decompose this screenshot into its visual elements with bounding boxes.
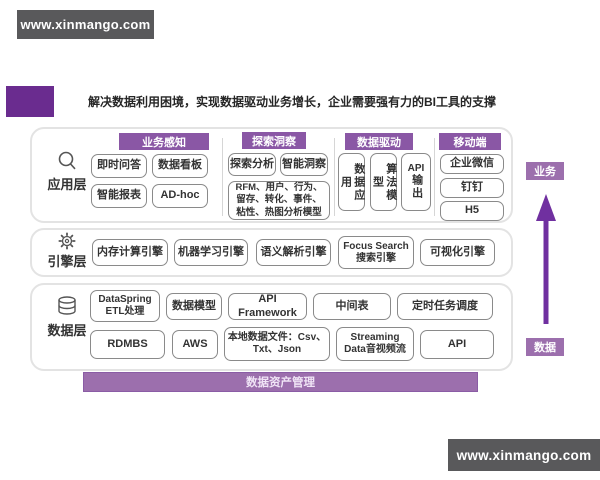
box-smart-report: 智能报表 — [91, 184, 147, 208]
box-memory-compute-engine: 内存计算引擎 — [92, 239, 168, 266]
box-focus-search-engine: Focus Search 搜索引擎 — [338, 236, 414, 269]
box-data-app: 数据应用 — [338, 153, 365, 211]
box-aws: AWS — [172, 330, 218, 359]
layer-label-text: 数据层 — [47, 323, 87, 338]
group-divider-3 — [434, 138, 435, 216]
layer-label-text: 应用层 — [47, 177, 87, 192]
box-data-model: 数据模型 — [166, 293, 222, 320]
box-algo-model: 算法模型 — [370, 153, 397, 211]
engine-layer-label: 引擎层 — [38, 232, 96, 270]
group-divider-1 — [222, 138, 223, 216]
box-smart-insight: 智能洞察 — [280, 153, 328, 176]
up-arrow-icon — [534, 194, 558, 326]
box-adhoc: AD-hoc — [152, 184, 208, 208]
group-divider-2 — [334, 138, 335, 216]
search-icon — [56, 150, 78, 172]
box-wecom: 企业微信 — [440, 154, 504, 174]
box-dingtalk: 钉钉 — [440, 178, 504, 198]
vbox-text: 输出 — [410, 174, 423, 200]
box-streaming-data: Streaming Data音视频流 — [336, 327, 414, 361]
layer-label-text: 引擎层 — [47, 254, 87, 269]
group-header-mobile: 移动端 — [439, 133, 501, 150]
title-accent-square — [6, 86, 54, 117]
box-api-output: API 输出 — [401, 153, 431, 211]
box-semantic-engine: 语义解析引擎 — [256, 239, 331, 266]
box-api: API — [420, 330, 494, 359]
watermark-top: www.xinmango.com — [17, 10, 154, 39]
page-title: 解决数据利用困境，实现数据驱动业务增长，企业需要强有力的BI工具的支撑 — [88, 95, 497, 109]
box-local-files: 本地数据文件：Csv、 Txt、Json — [224, 327, 330, 361]
vbox-text: 数据应用 — [339, 162, 365, 202]
box-middle-table: 中间表 — [313, 293, 391, 320]
vbox-text: 算法模型 — [371, 162, 397, 202]
box-dataspring-etl: DataSpring ETL处理 — [90, 290, 160, 322]
group-header-explore-insight: 探索洞察 — [242, 132, 306, 149]
box-api-framework: API Framework — [228, 293, 307, 320]
box-analysis-models: RFM、用户、行为、留存、转化、事件、粘性、热图分析模型 — [228, 181, 330, 220]
vbox-prefix: API — [407, 163, 425, 174]
group-header-data-driven: 数据驱动 — [345, 133, 413, 150]
box-ml-engine: 机器学习引擎 — [174, 239, 248, 266]
box-rdmbs: RDMBS — [90, 330, 165, 359]
gear-icon — [58, 232, 76, 250]
flow-label-data: 数据 — [526, 338, 564, 356]
watermark-bottom: www.xinmango.com — [448, 439, 600, 471]
box-explore-analysis: 探索分析 — [228, 153, 276, 176]
group-header-business-perception: 业务感知 — [119, 133, 209, 150]
database-icon — [56, 295, 78, 317]
box-visualization-engine: 可视化引擎 — [420, 239, 495, 266]
flow-label-business: 业务 — [526, 162, 564, 180]
box-instant-qa: 即时问答 — [91, 154, 147, 178]
box-h5: H5 — [440, 201, 504, 221]
data-asset-management-bar: 数据资产管理 — [83, 372, 478, 392]
box-scheduler: 定时任务调度 — [397, 293, 493, 320]
box-dashboard: 数据看板 — [152, 154, 208, 178]
data-layer-label: 数据层 — [38, 295, 96, 339]
application-layer-label: 应用层 — [38, 150, 96, 193]
